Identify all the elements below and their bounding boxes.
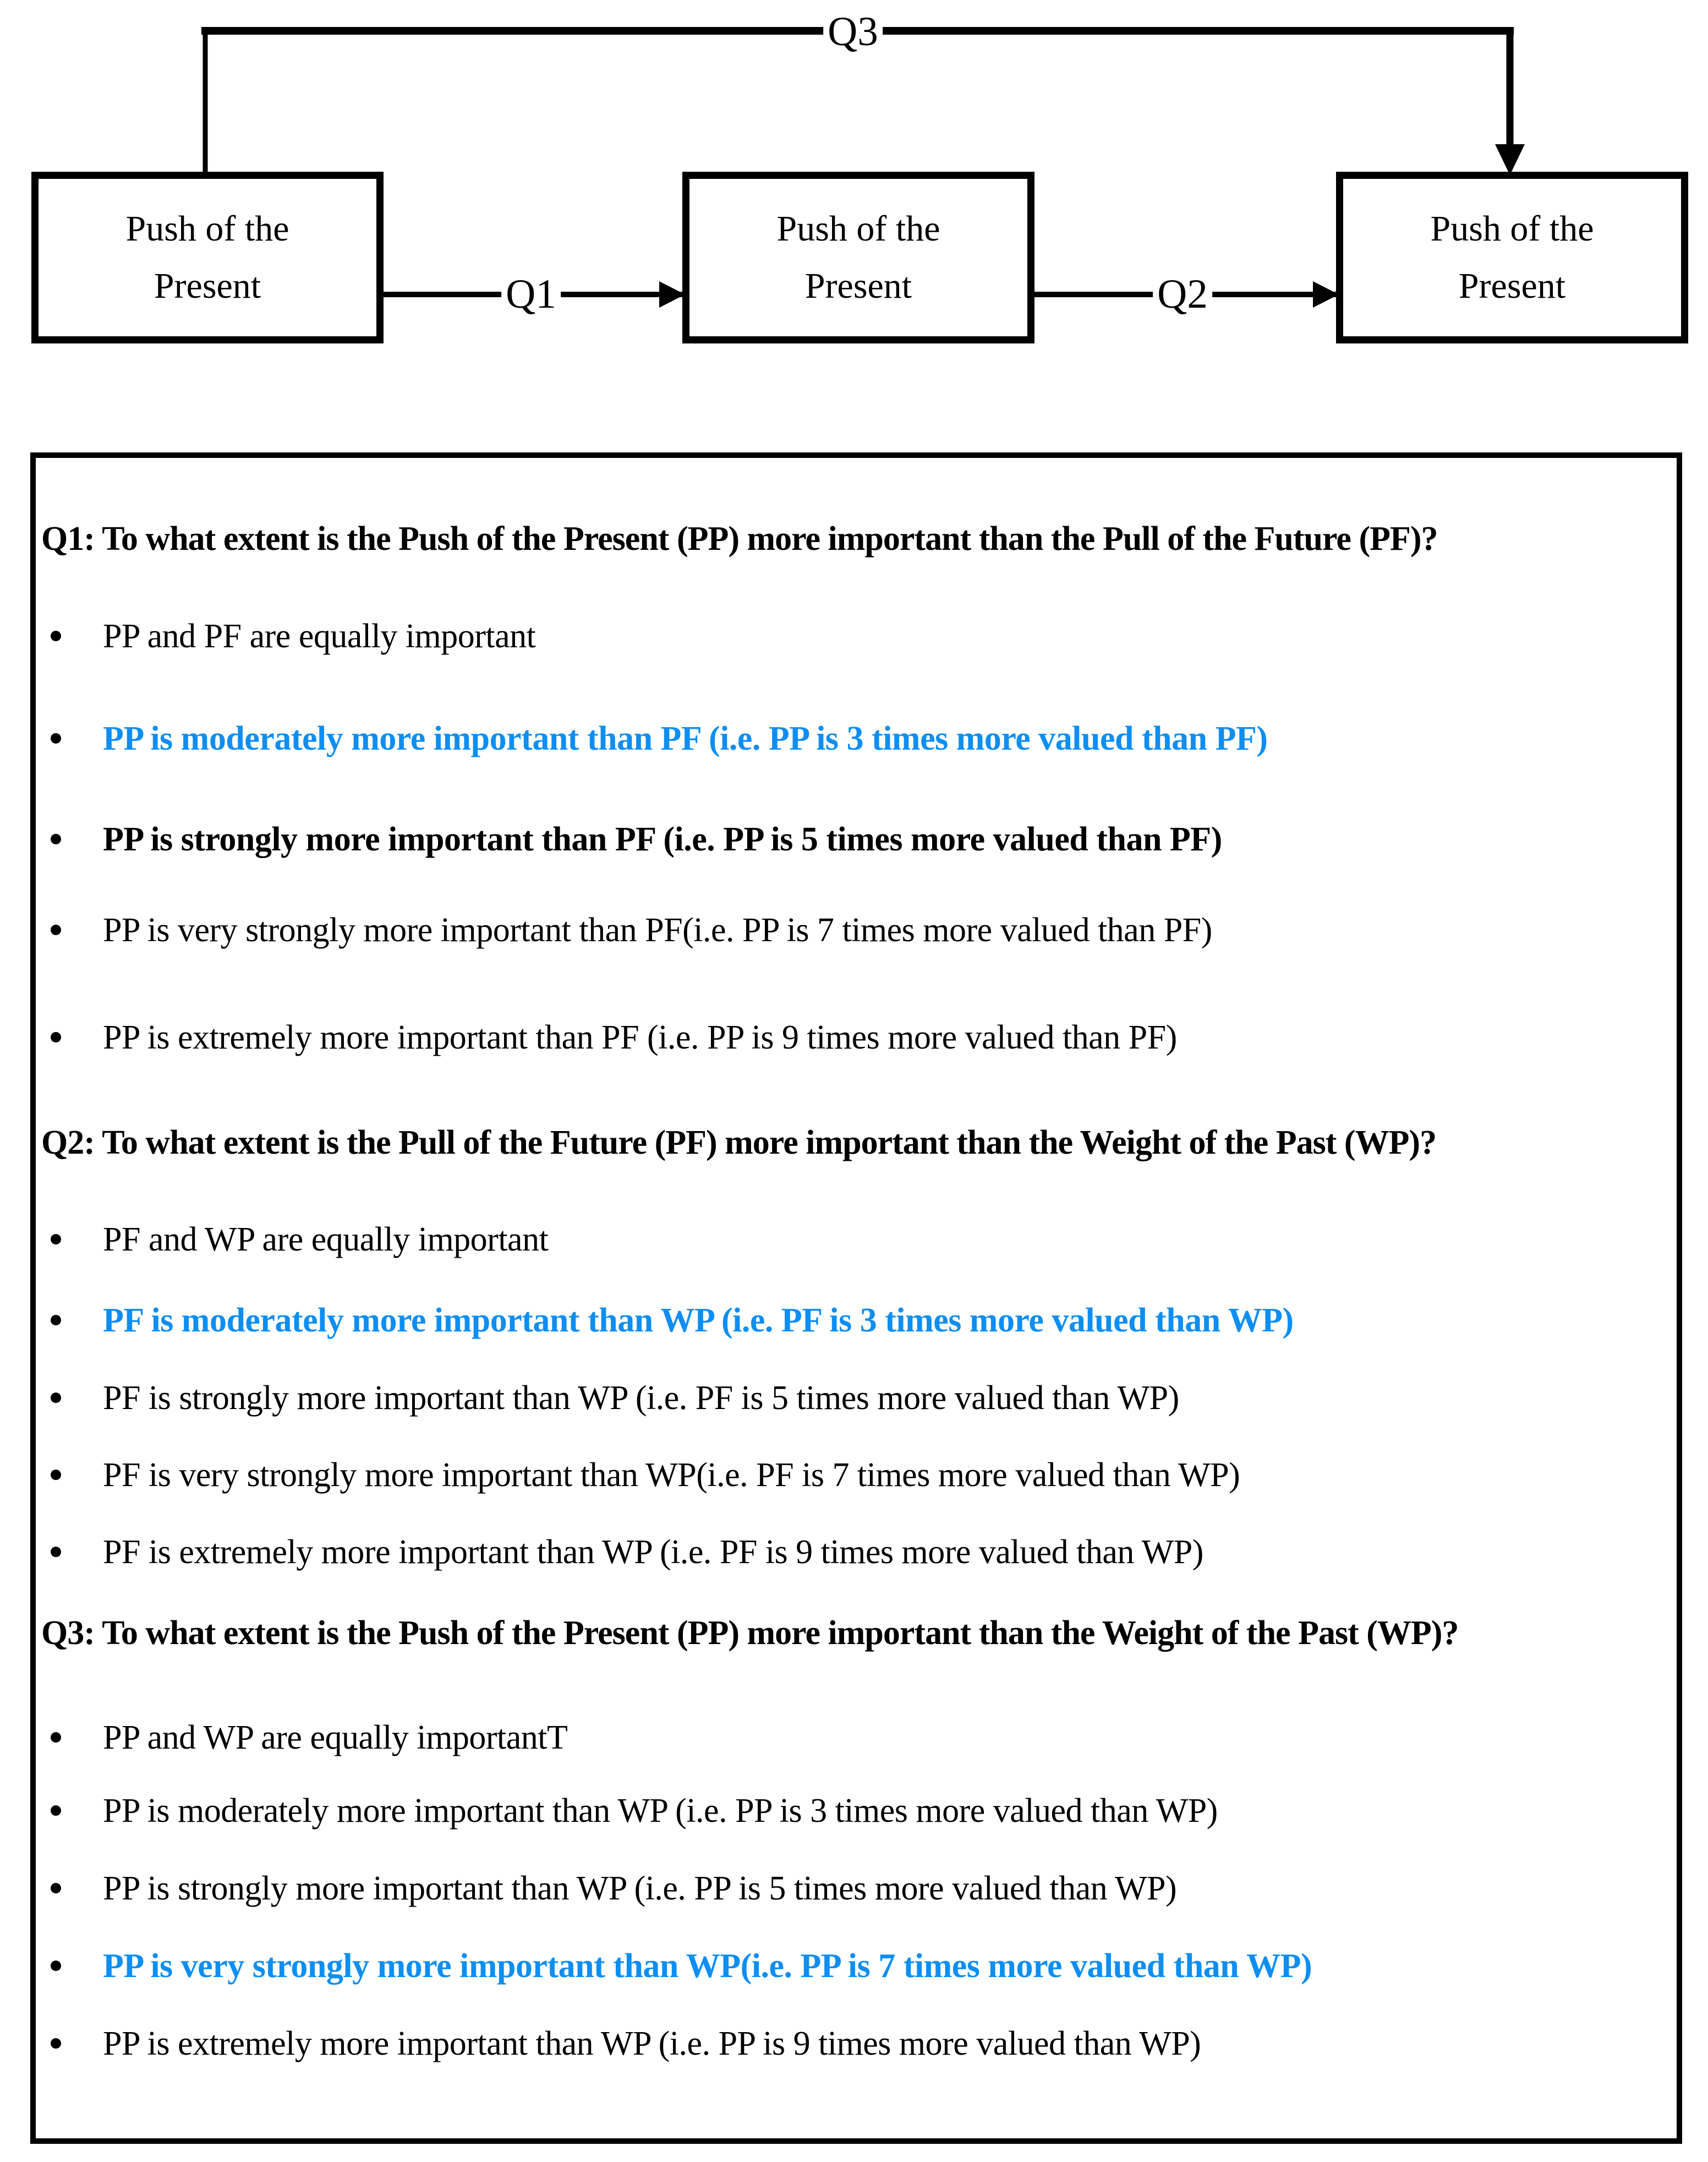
bullet-icon bbox=[51, 1547, 61, 1557]
question-1-option-3: PP is strongly more important than PF (i… bbox=[36, 817, 1677, 861]
question-2-option-4: PF is very strongly more important than … bbox=[36, 1453, 1677, 1497]
q1-arrowhead-icon bbox=[659, 281, 685, 308]
option-text: PP is extremely more important than PF (… bbox=[103, 1019, 1177, 1056]
q2-arrowhead-icon bbox=[1313, 281, 1339, 308]
bullet-icon bbox=[51, 1234, 61, 1244]
question-2-option-1: PF and WP are equally important bbox=[36, 1218, 1677, 1262]
option-text: PF and WP are equally important bbox=[103, 1221, 549, 1258]
question-3-option-4: PP is very strongly more important than … bbox=[36, 1944, 1677, 1988]
option-text: PP is moderately more important than WP … bbox=[103, 1792, 1218, 1830]
option-text: PP is very strongly more important than … bbox=[103, 1947, 1312, 1985]
flow-box-push-of-the-present-2: Push of the Present bbox=[682, 172, 1034, 343]
question-2-option-2: PF is moderately more important than WP … bbox=[36, 1298, 1677, 1342]
flow-box-label-line1: Push of the bbox=[125, 209, 289, 249]
bullet-icon bbox=[51, 925, 61, 935]
option-text: PF is strongly more important than WP (i… bbox=[103, 1379, 1179, 1417]
option-text: PP is extremely more important than WP (… bbox=[103, 2025, 1201, 2062]
question-2-heading: Q2: To what extent is the Pull of the Fu… bbox=[41, 1124, 1437, 1161]
question-3-option-1: PP and WP are equally importantT bbox=[36, 1716, 1677, 1760]
option-text: PF is moderately more important than WP … bbox=[103, 1302, 1294, 1339]
question-2-option-5: PF is extremely more important than WP (… bbox=[36, 1530, 1677, 1574]
option-text: PP and PF are equally important bbox=[103, 618, 536, 655]
question-3-option-5: PP is extremely more important than WP (… bbox=[36, 2022, 1677, 2066]
question-1-option-4: PP is very strongly more important than … bbox=[36, 908, 1677, 952]
bullet-icon bbox=[51, 1315, 61, 1325]
flow-box-label-line2: Present bbox=[1458, 266, 1566, 306]
bullet-icon bbox=[51, 1961, 61, 1971]
question-3-option-3: PP is strongly more important than WP (i… bbox=[36, 1866, 1677, 1910]
option-text: PP is moderately more important than PF … bbox=[103, 720, 1268, 757]
option-text: PF is extremely more important than WP (… bbox=[103, 1533, 1203, 1571]
flow-box-push-of-the-present-1: Push of the Present bbox=[31, 172, 384, 343]
question-1-option-1: PP and PF are equally important bbox=[36, 614, 1677, 658]
flow-box-label-line1: Push of the bbox=[1430, 209, 1594, 249]
question-2-option-3: PF is strongly more important than WP (i… bbox=[36, 1376, 1677, 1420]
question-1-heading: Q1: To what extent is the Push of the Pr… bbox=[41, 520, 1438, 558]
flow-box-label-line2: Present bbox=[804, 266, 912, 306]
option-text: PP and WP are equally importantT bbox=[103, 1719, 568, 1756]
connector-label-q1: Q1 bbox=[501, 272, 561, 316]
bullet-icon bbox=[51, 1732, 61, 1743]
question-1-option-5: PP is extremely more important than PF (… bbox=[36, 1016, 1677, 1060]
bullet-icon bbox=[51, 1883, 61, 1893]
q3-arrowhead-icon bbox=[1495, 144, 1525, 175]
bullet-icon bbox=[51, 834, 61, 844]
option-text: PP is very strongly more important than … bbox=[103, 911, 1212, 949]
question-1-option-2: PP is moderately more important than PF … bbox=[36, 717, 1677, 761]
bullet-icon bbox=[51, 733, 61, 744]
bullet-icon bbox=[51, 1393, 61, 1403]
bullet-icon bbox=[51, 1032, 61, 1042]
question-3-heading: Q3: To what extent is the Push of the Pr… bbox=[41, 1614, 1459, 1652]
question-3-option-2: PP is moderately more important than WP … bbox=[36, 1789, 1677, 1833]
option-text: PF is very strongly more important than … bbox=[103, 1456, 1240, 1494]
bullet-icon bbox=[51, 1470, 61, 1480]
flow-box-push-of-the-present-3: Push of the Present bbox=[1336, 172, 1688, 343]
option-text: PP is strongly more important than WP (i… bbox=[103, 1870, 1177, 1907]
connector-label-q3: Q3 bbox=[823, 10, 883, 54]
questions-panel: Q1: To what extent is the Push of the Pr… bbox=[30, 452, 1682, 2144]
flow-box-label-line1: Push of the bbox=[776, 209, 940, 249]
flow-box-label-line2: Present bbox=[154, 266, 261, 306]
bullet-icon bbox=[51, 631, 61, 641]
option-text: PP is strongly more important than PF (i… bbox=[103, 821, 1222, 858]
connector-label-q2: Q2 bbox=[1153, 272, 1212, 316]
bullet-icon bbox=[51, 1805, 61, 1816]
bullet-icon bbox=[51, 2038, 61, 2049]
